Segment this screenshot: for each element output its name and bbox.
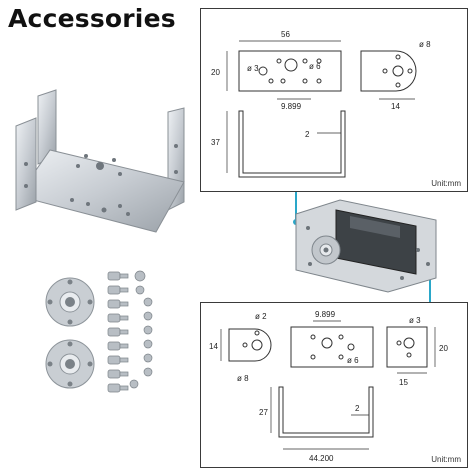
dim-14: 14 <box>209 342 218 351</box>
dim-d3: ø 3 <box>409 316 421 325</box>
top-technical-drawing: 56 20 ø 6 9.899 ø 3 ø 8 14 37 2 Unit:mm <box>200 8 468 192</box>
bottom-technical-drawing: 14 ø 2 ø 8 9.899 ø 6 15 20 ø 3 27 2 44.2… <box>200 302 468 468</box>
bottom-drawing-svg: 14 ø 2 ø 8 9.899 ø 6 15 20 ø 3 27 2 44.2… <box>209 310 448 463</box>
dim-9899: 9.899 <box>281 102 302 111</box>
top-drawing-svg: 56 20 ø 6 9.899 ø 3 ø 8 14 37 2 <box>211 30 431 178</box>
page-title: Accessories <box>8 4 176 33</box>
dim-27: 27 <box>259 408 268 417</box>
dim-14: 14 <box>391 102 400 111</box>
dim-44200: 44.200 <box>309 454 334 463</box>
dim-15: 15 <box>399 378 408 387</box>
servo-assembly-image <box>295 199 437 293</box>
dim-56: 56 <box>281 30 290 39</box>
dim-20: 20 <box>439 344 448 353</box>
screws-image <box>107 270 153 393</box>
dim-20: 20 <box>211 68 220 77</box>
dim-d3: ø 3 <box>247 64 259 73</box>
dim-9899: 9.899 <box>315 310 336 319</box>
dim-2: 2 <box>305 130 310 139</box>
unit-label: Unit:mm <box>431 179 461 188</box>
dim-d6: ø 6 <box>309 62 321 71</box>
u-bracket-image <box>15 89 185 233</box>
dim-d8: ø 8 <box>237 374 249 383</box>
dim-37: 37 <box>211 138 220 147</box>
dim-d6: ø 6 <box>347 356 359 365</box>
unit-label: Unit:mm <box>431 455 461 464</box>
dim-2: 2 <box>355 404 360 413</box>
servo-horns-image <box>45 277 95 389</box>
dim-d2: ø 2 <box>255 312 267 321</box>
dim-d8: ø 8 <box>419 40 431 49</box>
